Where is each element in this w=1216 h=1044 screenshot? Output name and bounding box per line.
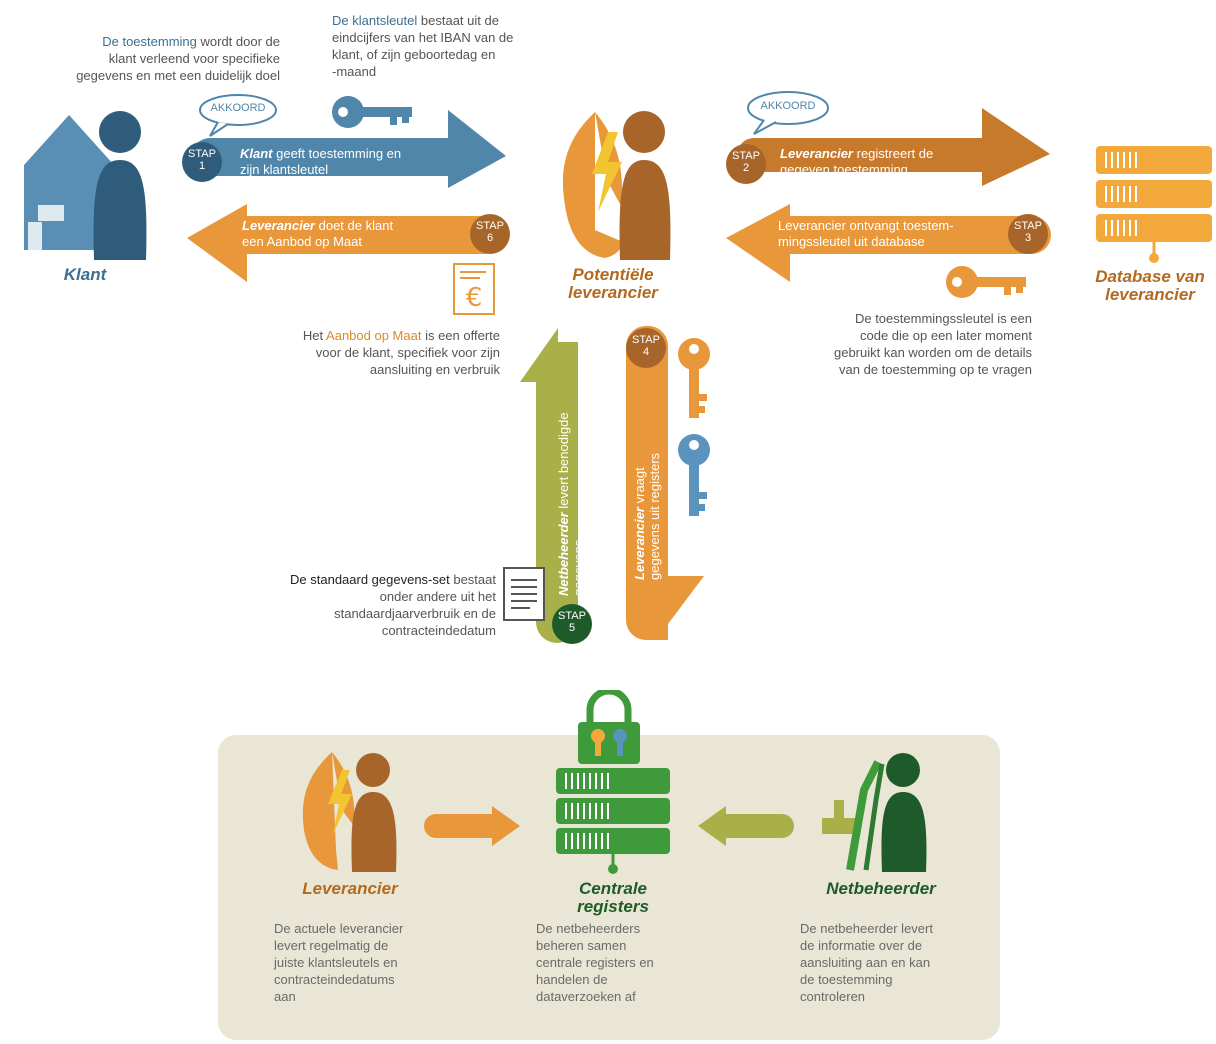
key-icon [332, 96, 412, 128]
house-icon [24, 115, 114, 250]
key-icon [946, 266, 1026, 298]
person-icon [93, 111, 147, 260]
akkoord-bubble-2-text: AKKOORD [760, 100, 816, 112]
step3-text: Leverancier ontvangt toestem- mingssleut… [778, 218, 954, 249]
step6-text: Leverancier doet de klant een Aanbod op … [242, 218, 394, 249]
svg-text:€: € [466, 283, 483, 313]
lightning-icon [592, 132, 622, 212]
step2-arrow [737, 108, 1050, 186]
key-icon [678, 338, 710, 418]
klant-label: Klant [63, 265, 107, 284]
note-toestemmingssleutel: De toestemmingssleutel is een code die o… [833, 311, 1032, 377]
speech-bubble-icon [747, 91, 829, 135]
step1-text: Klant geeft toestemming en zijn klantsle… [240, 146, 402, 177]
bottom-leverancier-desc: De actuele leverancier levert regelmatig… [274, 921, 404, 1004]
note-standaard: De standaard gegevens-set bestaat onder … [290, 572, 496, 638]
step2-text: Leverancier registreert de gegeven toest… [780, 146, 934, 177]
step1-arrow [191, 110, 506, 188]
note-aanbod: Het Aanbod op Maat is een offerte voor d… [302, 328, 500, 377]
step5-text: Netbeheerder levert benodigde gegevens [556, 412, 586, 596]
bottom-netbeheerder-desc: De netbeheerder levert de informatie ove… [800, 921, 933, 1004]
flame-icon [302, 752, 355, 870]
arrow-to-registers [424, 806, 520, 846]
padlock-icon [578, 690, 640, 764]
lightning-icon [328, 770, 352, 834]
key-icon [678, 434, 710, 516]
bottom-netbeheerder-label: Netbeheerder [826, 879, 936, 898]
akkoord-bubble-1-text: AKKOORD [210, 102, 266, 114]
person-icon [351, 753, 397, 872]
person-icon [881, 753, 927, 872]
server-icon [1096, 146, 1212, 263]
bottom-leverancier-label: Leverancier [302, 879, 398, 898]
step6-arrow [187, 204, 504, 282]
cable-icon [822, 760, 885, 871]
speech-bubble-icon [199, 94, 277, 137]
euro-document-icon: € [453, 263, 495, 315]
person-icon [619, 111, 671, 260]
note-toestemming: De toestemming wordt door de klant verle… [76, 34, 280, 83]
arrow-from-netbeheerder [698, 806, 794, 846]
step4-text: Leverancier vraagt gegevens uit register… [632, 452, 662, 580]
step5-arrow [520, 328, 578, 643]
document-icon [503, 567, 545, 621]
step4-arrow [626, 325, 704, 640]
bottom-registers-desc: De netbeheerders beheren samen centrale … [536, 921, 654, 1004]
step3-arrow [726, 204, 1051, 282]
server-icon [556, 768, 670, 874]
note-klantsleutel: De klantsleutel bestaat uit de eindcijfe… [332, 13, 514, 79]
